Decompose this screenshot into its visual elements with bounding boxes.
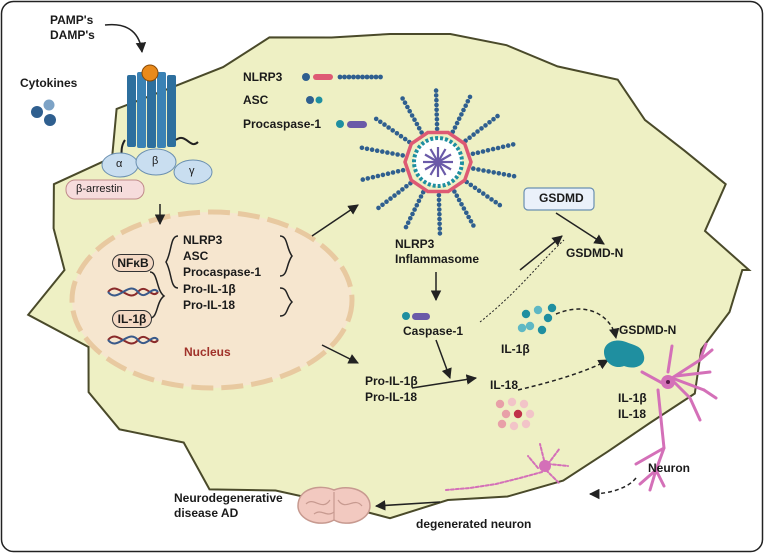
gsdmd-box xyxy=(523,187,595,211)
inflammasome-label-1: NLRP3 xyxy=(395,237,435,251)
cytokine-icon xyxy=(31,106,43,118)
gsdmd-n-outer-label: GSDMD-N xyxy=(619,323,677,337)
arrow-pamp-to-receptor xyxy=(104,23,147,54)
gene-asc: ASC xyxy=(183,249,209,263)
gsdmd-n-inner-label: GSDMD-N xyxy=(566,246,624,260)
gene-bracket-inner xyxy=(149,271,166,319)
gene-bracket-left xyxy=(165,235,179,289)
inflammasome-label-2: Inflammasome xyxy=(395,252,480,266)
gsdmd-n-pore-icon xyxy=(604,340,645,368)
neuron-icon xyxy=(634,342,718,492)
legend-asc-label: ASC xyxy=(243,93,269,107)
asc-glyph xyxy=(306,96,323,104)
cytokine-icon xyxy=(44,114,56,126)
il1b-gene-badge: IL-1β xyxy=(112,310,152,328)
receptor-helix xyxy=(167,75,176,147)
arrow-neuron-degeneration xyxy=(588,477,637,500)
arrow-to-pro-cytokines xyxy=(321,344,359,364)
released-il1b-label: IL-1β xyxy=(618,391,647,405)
arrow-to-gsdmd-n xyxy=(519,235,563,271)
receptor-helix xyxy=(137,72,146,148)
beta-arrestin-label: β-arrestin xyxy=(76,183,123,195)
cytokine-icon xyxy=(43,99,55,111)
mature-il1b-label: IL-1β xyxy=(501,342,530,356)
pamp-label: PAMP's xyxy=(50,13,94,27)
dna-icon xyxy=(107,335,159,345)
gsdmd-label: GSDMD xyxy=(539,191,584,205)
g-gamma-label: γ xyxy=(189,165,195,177)
g-alpha-label: α xyxy=(116,158,123,170)
gene-procaspase-1: Procaspase-1 xyxy=(183,265,262,279)
gene-bracket-right-bottom xyxy=(279,287,294,317)
caspase-1-glyph xyxy=(402,312,430,320)
caspase-1-label: Caspase-1 xyxy=(403,324,464,338)
ligand-icon xyxy=(141,64,159,82)
legend-nlrp3-label: NLRP3 xyxy=(243,70,283,84)
legend-procaspase-label: Procaspase-1 xyxy=(243,117,322,131)
nfkb-badge: NFκB xyxy=(112,254,154,272)
degenerated-neuron-label: degenerated neuron xyxy=(416,517,532,531)
gene-bracket-right-top xyxy=(279,235,293,277)
receptor-helix xyxy=(127,75,136,147)
pro-il18-label: Pro-IL-18 xyxy=(365,390,418,404)
arrow-gsdmd-cleavage xyxy=(555,212,605,245)
cytokines-label: Cytokines xyxy=(20,76,78,90)
ad-brain-icon xyxy=(297,486,371,524)
arrow-il18-release xyxy=(517,359,609,391)
pro-il1b-label: Pro-IL-1β xyxy=(365,374,418,388)
gene-pro-il1b: Pro-IL-1β xyxy=(183,282,236,296)
g-gamma-subunit xyxy=(173,159,213,185)
nucleus-label: Nucleus xyxy=(184,345,231,359)
nlrp3-glyph xyxy=(302,73,383,81)
disease-label-1: Neurodegenerative xyxy=(174,491,283,505)
arrow-to-disease xyxy=(374,500,441,511)
procaspase-glyph xyxy=(336,120,367,128)
degenerated-neuron-icon xyxy=(445,443,569,491)
gene-pro-il18: Pro-IL-18 xyxy=(183,298,236,312)
dna-icon xyxy=(107,287,159,297)
il1b-molecules xyxy=(517,303,557,335)
arrow-to-inflammasome xyxy=(311,204,359,237)
arrow-caspase-down xyxy=(435,339,452,379)
disease-label-2: disease AD xyxy=(174,506,239,520)
arrow-to-mature-cytokines xyxy=(411,374,478,389)
mature-il18-label: IL-18 xyxy=(490,378,519,392)
receptor-tail xyxy=(175,137,199,145)
arrow-il1b-release xyxy=(555,308,620,340)
g-beta-subunit xyxy=(135,148,177,176)
damp-label: DAMP's xyxy=(50,28,95,42)
nuclear-envelope xyxy=(69,209,355,391)
gene-nlrp3: NLRP3 xyxy=(183,233,223,247)
released-il18-label: IL-18 xyxy=(618,407,647,421)
neuron-label: Neuron xyxy=(648,461,690,475)
receptor-helix xyxy=(157,72,166,148)
g-beta-label: β xyxy=(152,155,159,167)
receptor-helix xyxy=(147,70,156,148)
cell-membrane xyxy=(26,33,752,520)
gpcr-receptor xyxy=(117,70,199,169)
beta-arrestin-shape xyxy=(65,179,145,200)
nlrp3-inflammasome-icon xyxy=(359,88,517,236)
il18-molecules xyxy=(495,397,535,431)
arrow-caspase-to-gsdmd-dotted xyxy=(479,239,565,323)
